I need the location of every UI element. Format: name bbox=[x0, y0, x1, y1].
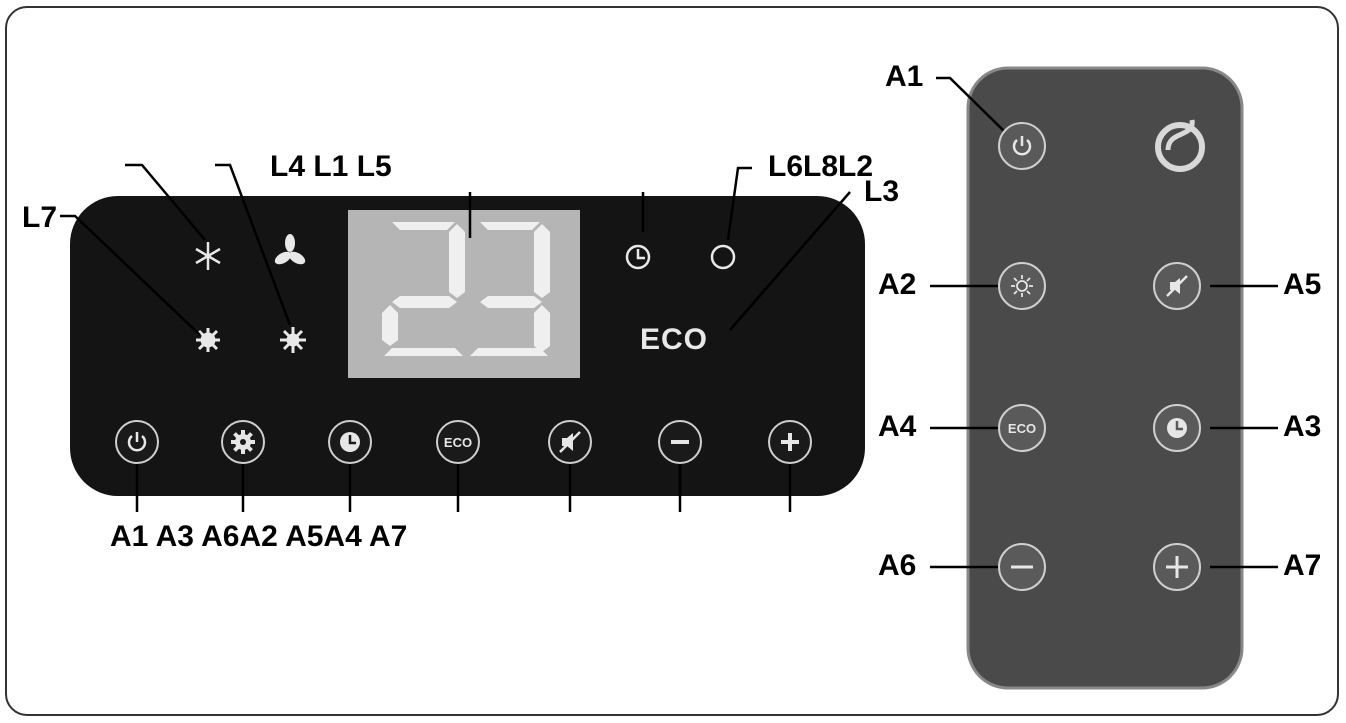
fan-icon bbox=[274, 234, 306, 265]
leader-lines bbox=[60, 76, 1278, 569]
digit-3 bbox=[470, 222, 550, 356]
remote-mute-button[interactable] bbox=[1153, 262, 1201, 310]
remote-label-a6: A6 bbox=[878, 549, 917, 582]
panel-minus-button[interactable] bbox=[658, 420, 702, 464]
plus-icon bbox=[1166, 556, 1188, 578]
mute-icon bbox=[1166, 275, 1188, 297]
minus-icon bbox=[1011, 565, 1033, 569]
label-l3: L3 bbox=[864, 175, 900, 208]
power-icon bbox=[1012, 136, 1032, 156]
panel-mode-button[interactable] bbox=[221, 420, 265, 464]
label-l4-l1-l5: L4 L1 L5 bbox=[270, 150, 392, 183]
panel-power-button[interactable] bbox=[115, 420, 159, 464]
remote-label-a1: A1 bbox=[885, 60, 924, 93]
clock-icon bbox=[340, 432, 360, 452]
remote-plus-button[interactable] bbox=[1153, 543, 1201, 591]
digit-2 bbox=[382, 222, 465, 356]
panel-mute-button[interactable] bbox=[548, 420, 592, 464]
panel-timer-button[interactable] bbox=[328, 420, 372, 464]
remote-label-a3: A3 bbox=[1283, 410, 1322, 443]
panel-plus-button[interactable] bbox=[768, 420, 812, 464]
remote-timer-button[interactable] bbox=[1153, 404, 1201, 452]
brand-logo-icon bbox=[1155, 119, 1205, 172]
eco-icon: ECO bbox=[1007, 420, 1037, 436]
mute-icon bbox=[559, 431, 581, 453]
label-l7: L7 bbox=[22, 201, 58, 234]
sparkle-icon bbox=[280, 327, 306, 353]
remote-minus-button[interactable] bbox=[998, 543, 1046, 591]
plus-icon bbox=[781, 433, 799, 451]
remote-power-button[interactable] bbox=[998, 122, 1046, 170]
panel-eco-button[interactable]: ECO bbox=[436, 420, 480, 464]
remote-eco-button[interactable]: ECO bbox=[998, 404, 1046, 452]
clock-icon bbox=[1167, 418, 1187, 438]
gear-icon bbox=[231, 430, 255, 454]
label-a1-to-a7: A1 A3 A6A2 A5A4 A7 bbox=[110, 520, 408, 553]
sun-icon bbox=[196, 328, 220, 352]
remote-label-a7: A7 bbox=[1283, 549, 1322, 582]
label-l6-l8-l2: L6L8L2 bbox=[768, 150, 874, 183]
diagram-frame bbox=[5, 6, 1339, 716]
eco-icon: ECO bbox=[443, 434, 473, 450]
circle-icon bbox=[710, 244, 736, 270]
remote-label-a4: A4 bbox=[878, 410, 917, 443]
remote-mode-button[interactable] bbox=[998, 262, 1046, 310]
minus-icon bbox=[671, 440, 689, 444]
eco-indicator: ECO bbox=[640, 323, 709, 356]
power-icon bbox=[127, 432, 147, 452]
snowflake-icon bbox=[195, 242, 221, 270]
clock-icon bbox=[625, 244, 651, 270]
remote-label-a5: A5 bbox=[1283, 268, 1322, 301]
sun-icon bbox=[1011, 275, 1033, 297]
remote-label-a2: A2 bbox=[878, 268, 917, 301]
remote-control bbox=[966, 66, 1244, 690]
